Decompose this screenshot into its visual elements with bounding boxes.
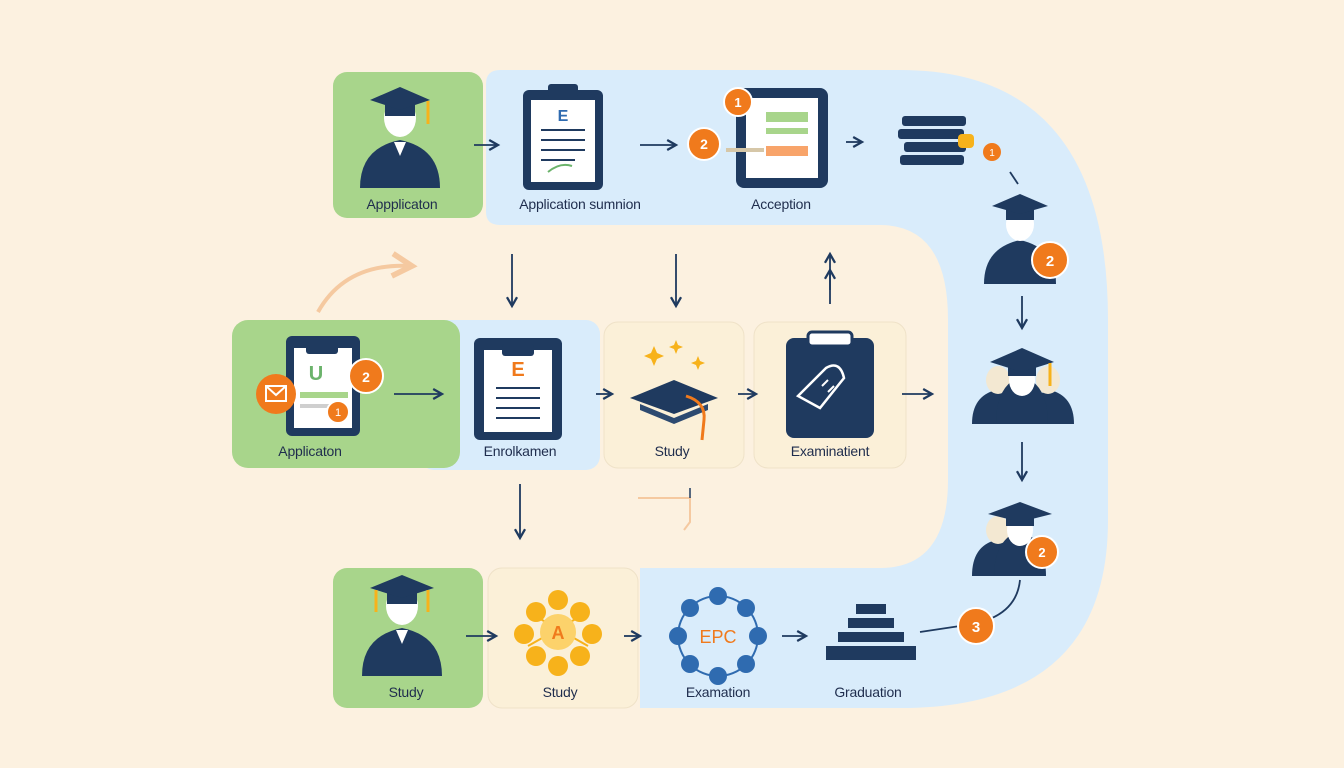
label-examination-row2: Examinatient: [790, 443, 870, 459]
application-clipboard-icon: [286, 336, 360, 436]
acception-document-icon: [726, 88, 828, 188]
svg-text:2: 2: [1046, 253, 1054, 270]
decor-bracket: [638, 497, 691, 531]
graduates-group-icon: [972, 348, 1074, 424]
study-cluster-icon: [514, 590, 602, 676]
mail-icon: [256, 374, 296, 414]
podium-steps-icon: [826, 604, 916, 660]
label-examination-row3: Examation: [685, 684, 751, 700]
label-acception: Acception: [751, 196, 811, 212]
books-stack-icon: [898, 116, 974, 165]
enrollment-e-letter: E: [511, 359, 524, 381]
label-application-row1: Appplicaton: [366, 196, 438, 212]
badge-books: 1: [983, 143, 1001, 161]
svg-text:3: 3: [972, 619, 980, 636]
badge-graduation-3: 3: [957, 607, 995, 645]
enrollment-clipboard-icon: [474, 338, 562, 440]
study-a-letter: A: [552, 623, 565, 643]
label-study-row2: Study: [654, 443, 690, 459]
badge-graduate-right: 2: [1031, 241, 1069, 279]
label-study-row3-a: Study: [388, 684, 424, 700]
graduation-cap-icon: [630, 340, 718, 441]
badge-row2-application-1: 1: [326, 400, 350, 424]
blue-lane: [486, 70, 1108, 708]
badge-row2-application-2: 2: [348, 358, 384, 394]
badge-row1-acception-2: 2: [687, 127, 721, 161]
clipboard-document-icon: [523, 84, 603, 190]
svg-text:2: 2: [700, 136, 708, 152]
connector-line: [1009, 171, 1019, 185]
label-study-row3-b: Study: [542, 684, 578, 700]
flow-arrows: [394, 135, 1029, 643]
svg-text:1: 1: [335, 407, 341, 419]
svg-text:2: 2: [362, 369, 370, 385]
epc-network-icon: [669, 587, 767, 685]
badge-row1-acception-1: 1: [723, 87, 753, 117]
doc-e-letter: E: [558, 108, 569, 125]
svg-text:1: 1: [734, 95, 741, 110]
graduate-icon: [360, 87, 440, 188]
label-enrollment: Enrolkamen: [483, 443, 557, 459]
badge-graduates-pair: 2: [1025, 535, 1059, 569]
label-graduation: Graduation: [834, 684, 902, 700]
epc-text: EPC: [699, 627, 736, 647]
exam-clipboard-icon: [786, 330, 874, 438]
label-application-submission: Application sumnion: [519, 196, 641, 212]
svg-text:1: 1: [989, 148, 995, 159]
label-application-row2: Applicaton: [278, 443, 342, 459]
decor-arrow: [316, 266, 412, 313]
doc-u-letter: U: [309, 363, 323, 385]
graduate-icon-row3: [362, 575, 442, 676]
svg-text:2: 2: [1038, 545, 1045, 560]
